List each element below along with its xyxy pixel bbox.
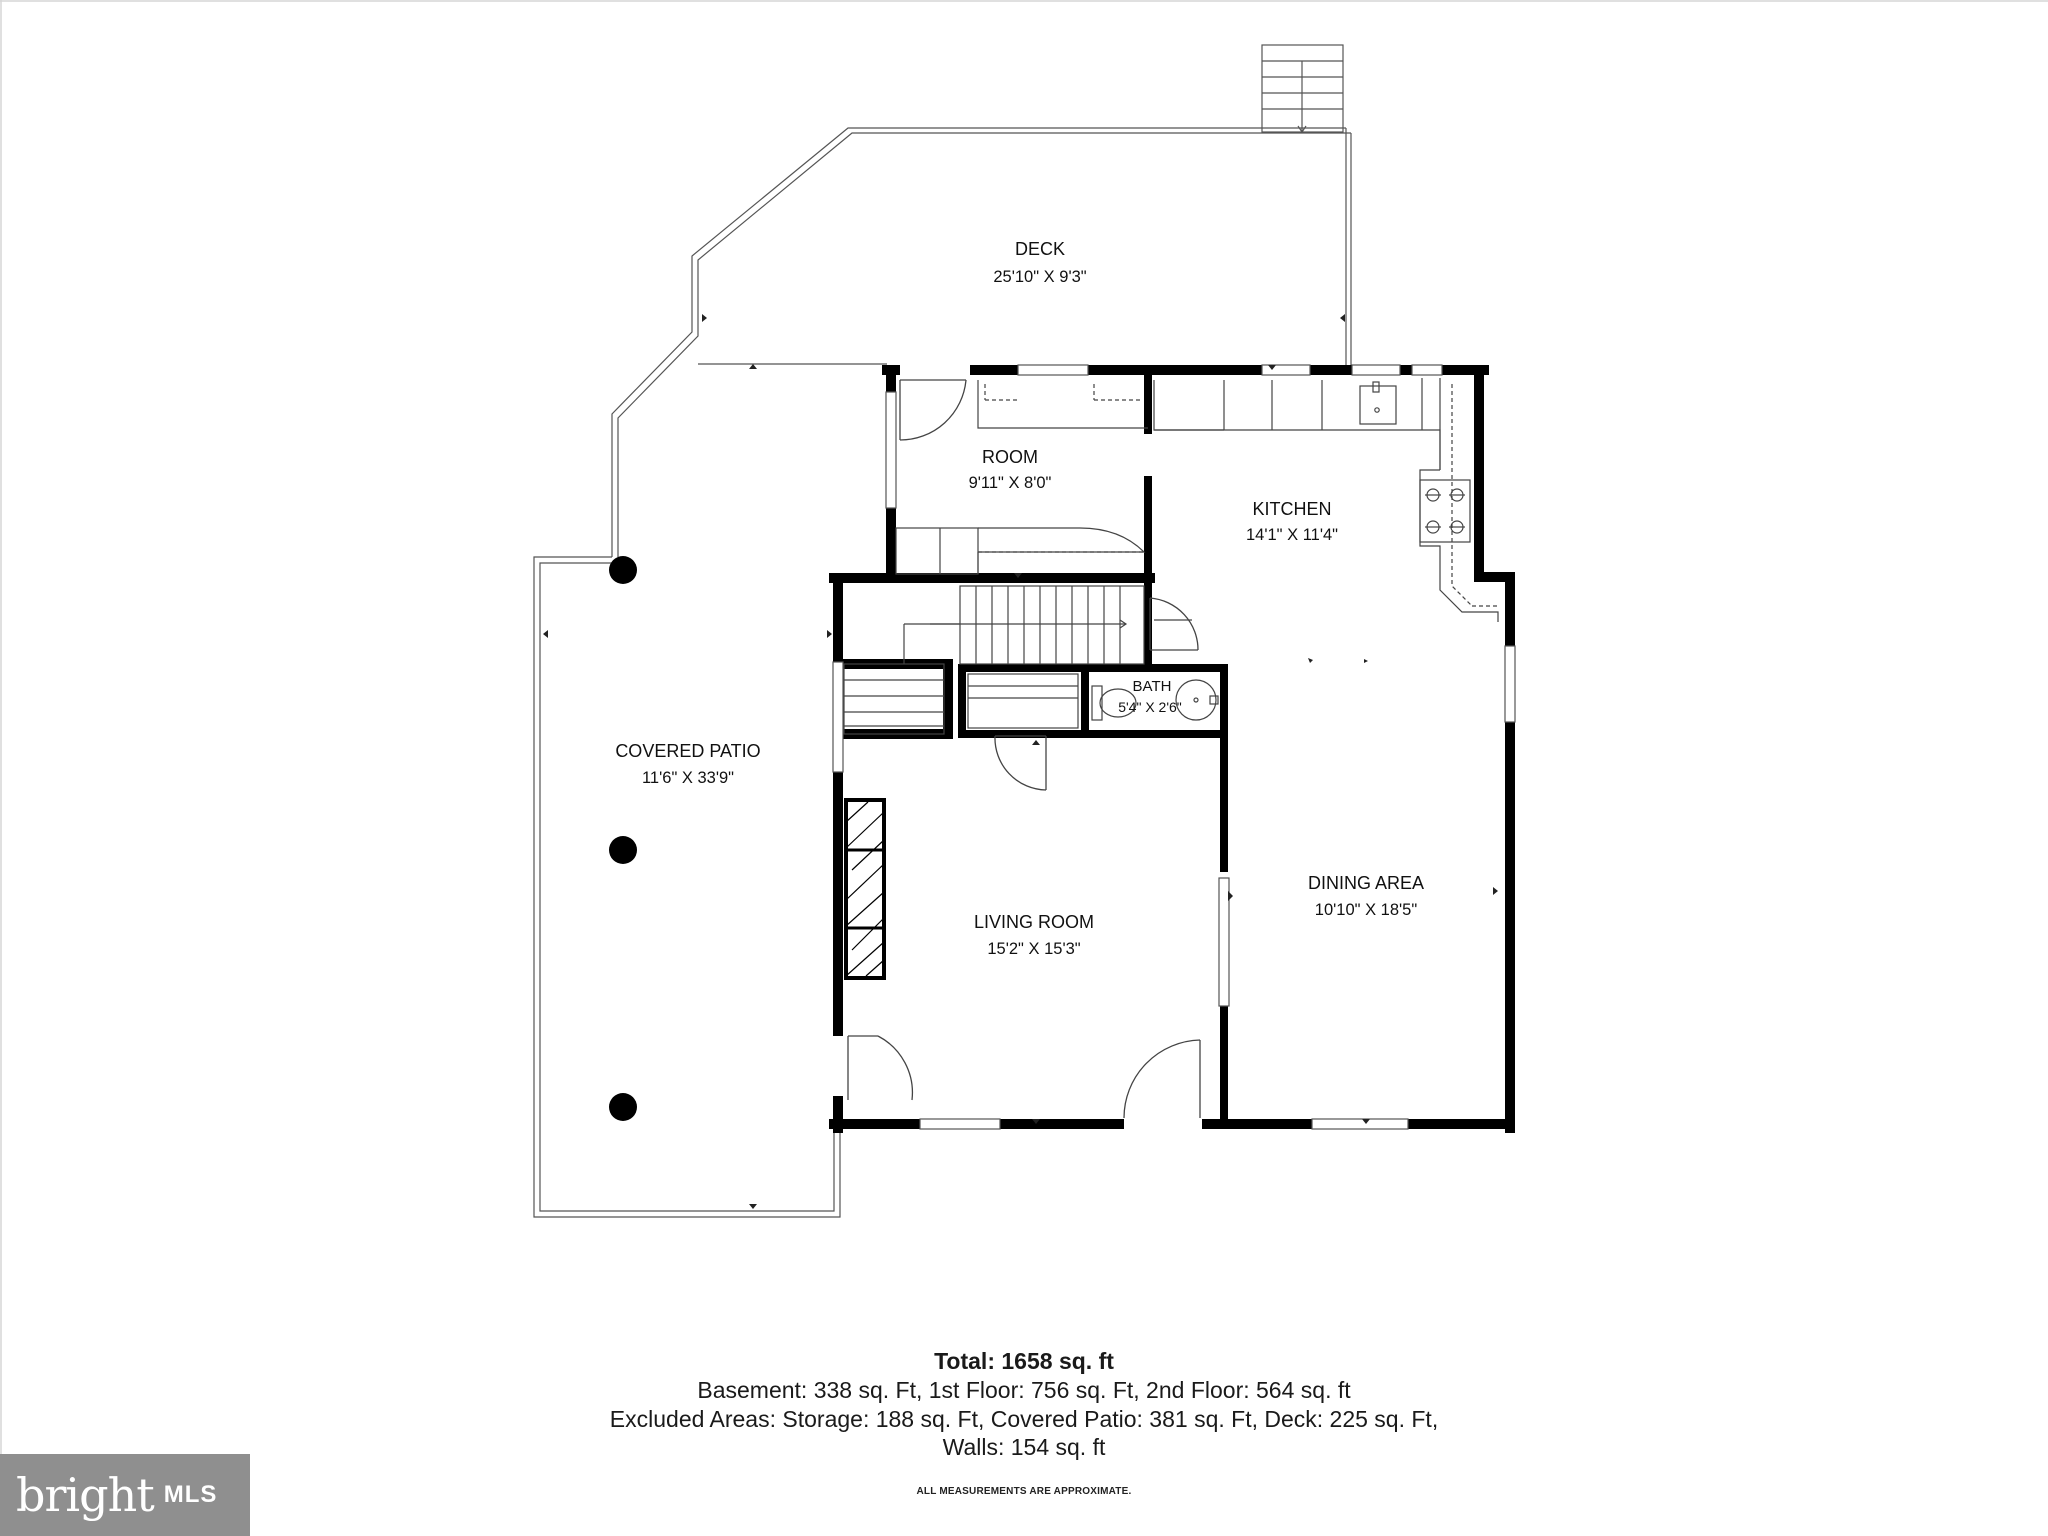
total-area: Total: 1658 sq. ft [0, 1346, 2048, 1376]
room-dim: 9'11" X 8'0" [969, 474, 1052, 492]
logo-mls: MLS [163, 1481, 218, 1508]
logo-word: bright [16, 1468, 155, 1522]
doors [847, 379, 1201, 1119]
bright-mls-logo: bright MLS [0, 1454, 250, 1536]
living-room-name: LIVING ROOM [974, 912, 1094, 932]
covered-patio-outline [533, 556, 841, 1218]
dimension-markers [543, 314, 1498, 1209]
fireplace [844, 798, 886, 980]
total-label: Total: [934, 1348, 995, 1374]
bath-name: BATH [1133, 678, 1172, 695]
kitchen-name: KITCHEN [1252, 499, 1331, 519]
patio-posts [609, 556, 637, 1121]
dining-area-dim: 10'10" X 18'5" [1315, 901, 1418, 919]
total-value: 1658 sq. ft [1001, 1348, 1114, 1374]
deck-stairs [1261, 44, 1344, 134]
stairs [843, 585, 1145, 735]
bath-dim: 5'4" X 2'6" [1118, 699, 1182, 715]
area-summary: Total: 1658 sq. ft Basement: 338 sq. Ft,… [0, 1346, 2048, 1462]
dining-area-name: DINING AREA [1308, 873, 1424, 893]
covered-patio-name: COVERED PATIO [615, 741, 760, 761]
room-name: ROOM [982, 447, 1038, 467]
walls-area: Walls: 154 sq. ft [942, 1434, 1106, 1460]
room-labels: DECK 25'10" X 9'3" ROOM 9'11" X 8'0" KIT… [615, 239, 1424, 958]
kitchen-fixtures [1153, 378, 1499, 622]
disclaimer: ALL MEASUREMENTS ARE APPROXIMATE. [916, 1486, 1132, 1497]
floor-breakdown: Basement: 338 sq. Ft, 1st Floor: 756 sq.… [697, 1377, 1351, 1403]
excluded-areas: Excluded Areas: Storage: 188 sq. Ft, Cov… [609, 1405, 1439, 1432]
covered-patio-dim: 11'6" X 33'9" [642, 769, 734, 787]
walls [829, 365, 1515, 1133]
room-builtins [895, 380, 1148, 575]
deck-dim: 25'10" X 9'3" [993, 268, 1086, 286]
living-room-dim: 15'2" X 15'3" [987, 940, 1080, 958]
kitchen-dim: 14'1" X 11'4" [1246, 526, 1338, 544]
door-gaps [832, 364, 1202, 1130]
deck-outline [611, 127, 1352, 557]
windows [832, 364, 1516, 1130]
bath-fixtures [1091, 679, 1219, 721]
deck-name: DECK [1015, 239, 1065, 259]
